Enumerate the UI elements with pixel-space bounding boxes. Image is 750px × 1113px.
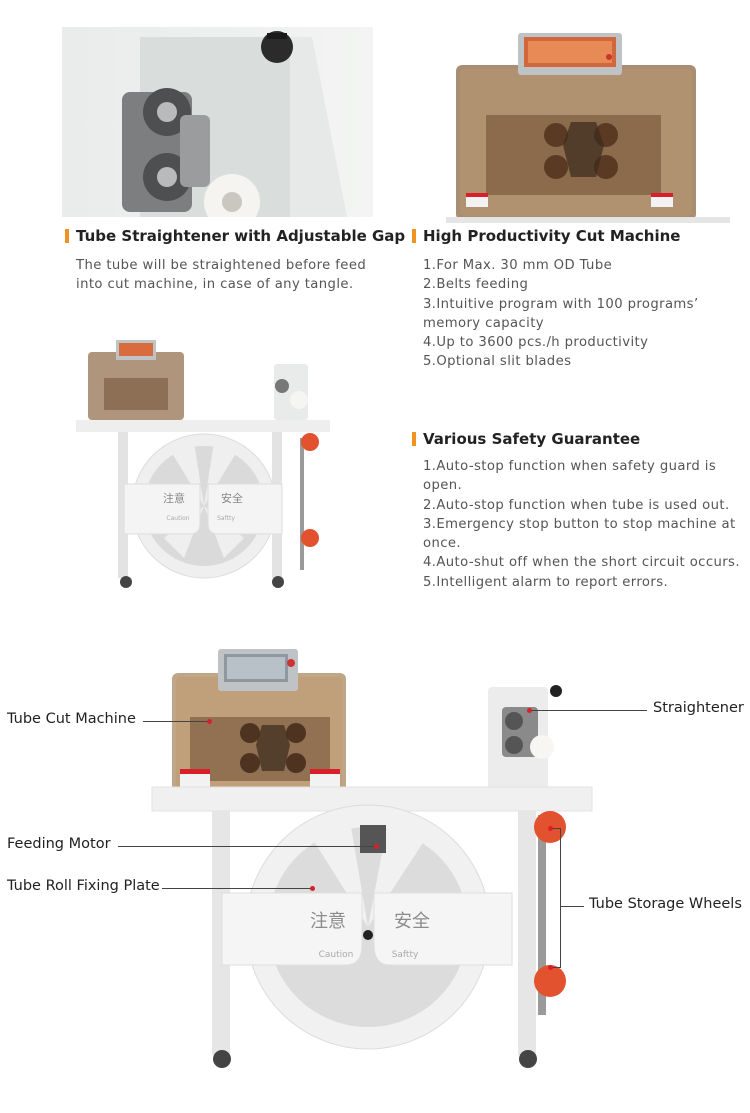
leader-dot (374, 844, 379, 849)
leader-dot (207, 719, 212, 724)
leader-line (561, 906, 584, 907)
feature-line: 5.Intelligent alarm to report errors. (423, 574, 669, 590)
leader-line (118, 846, 376, 847)
feature-title-straightener: Tube Straightener with Adjustable Gap (65, 227, 405, 245)
feature-line: 1.For Max. 30 mm OD Tube (423, 258, 613, 273)
feature-line: 2.Belts feeding (423, 277, 529, 293)
feature-line: The tube will be straightened before fee… (76, 258, 367, 273)
svg-text:安全: 安全 (221, 491, 243, 505)
leader-line (550, 828, 561, 829)
leader-dot (310, 886, 315, 891)
feature-line: into cut machine, in case of any tangle. (76, 277, 354, 293)
feature-line: 1.Auto-stop function when safety guard i… (423, 459, 717, 474)
svg-text:Caution: Caution (166, 515, 189, 522)
leader-dot (548, 965, 553, 970)
feature-line: 3.Emergency stop button to stop machine … (423, 516, 736, 532)
accent-bar (412, 229, 416, 243)
feature-line: 2.Auto-stop function when tube is used o… (423, 497, 730, 513)
callout-tube-cut-machine: Tube Cut Machine (7, 711, 136, 727)
leader-line (162, 888, 312, 889)
guard-text-safety-en: Saftty (392, 950, 419, 960)
callout-tube-storage-wheels: Tube Storage Wheels (589, 896, 742, 912)
accent-bar (65, 229, 69, 243)
feature-text-safety: 1.Auto-stop function when safety guard i… (423, 457, 740, 592)
feature-line: 4.Auto-shut off when the short circuit o… (423, 555, 740, 571)
feature-line: 4.Up to 3600 pcs./h productivity (423, 335, 649, 351)
straightener-closeup-photo (62, 27, 373, 217)
feature-text-cut-machine: 1.For Max. 30 mm OD Tube 2.Belts feeding… (423, 256, 699, 372)
callout-feeding-motor: Feeding Motor (7, 836, 111, 852)
guard-text-safety-cn: 安全 (394, 911, 430, 932)
feature-line: memory capacity (423, 315, 544, 331)
callout-straightener: Straightener (653, 700, 744, 716)
svg-text:注意: 注意 (163, 491, 185, 505)
feature-line: 5.Optional slit blades (423, 354, 572, 370)
feature-title-safety: Various Safety Guarantee (412, 430, 640, 448)
full-machine-small-photo: 注意 安全 Caution Saftty (74, 338, 332, 592)
leader-dot (527, 708, 532, 713)
leader-line (143, 721, 209, 722)
leader-bracket (560, 828, 561, 968)
feature-title-cut-machine: High Productivity Cut Machine (412, 227, 680, 245)
svg-text:Saftty: Saftty (217, 515, 235, 522)
feature-line: once. (423, 536, 461, 552)
accent-bar (412, 432, 416, 446)
full-machine-large-photo: 注意 安全 Caution Saftty (150, 645, 596, 1077)
leader-line (531, 710, 647, 711)
leader-line (550, 967, 561, 968)
feature-line: 3.Intuitive program with 100 programs’ (423, 296, 699, 312)
feature-line: open. (423, 478, 463, 494)
cut-machine-photo (446, 27, 730, 223)
guard-text-caution-cn: 注意 (310, 911, 346, 932)
leader-dot (548, 826, 553, 831)
callout-tube-roll-fixing-plate: Tube Roll Fixing Plate (7, 878, 160, 894)
feature-text-straightener: The tube will be straightened before fee… (76, 256, 366, 295)
guard-text-caution-en: Caution (319, 950, 354, 960)
